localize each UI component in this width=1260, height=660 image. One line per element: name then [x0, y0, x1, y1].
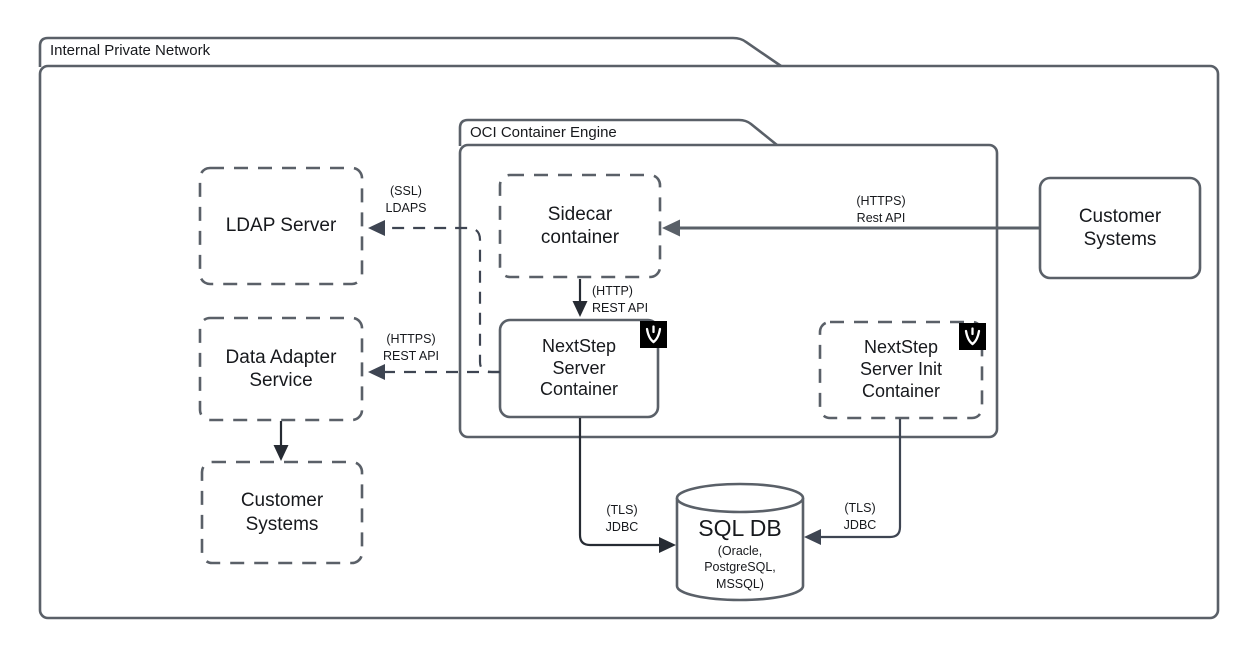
- oci-folder-body[interactable]: [458, 143, 999, 439]
- edge-server-to-ldap-arrowhead: [368, 220, 385, 236]
- oci-engine-label: OCI Container Engine: [470, 124, 617, 141]
- sql-db-subtitle: (Oracle, PostgreSQL, MSSQL): [704, 544, 776, 591]
- sql-db-cylinder[interactable]: [675, 482, 805, 602]
- edge-label-ssl-ldaps: (SSL) LDAPS: [385, 184, 427, 215]
- outer-network-folder-body[interactable]: [38, 64, 1220, 620]
- ldap-server-label: LDAP Server: [225, 215, 337, 237]
- edge-server-to-db-arrowhead: [659, 537, 676, 553]
- data-adapter-service-label: Data Adapter Service: [225, 346, 337, 391]
- customer-systems-left-label: Customer Systems: [240, 490, 324, 535]
- edge-adapter-to-customer-arrowhead: [273, 445, 289, 461]
- edge-init-to-db: [818, 419, 902, 539]
- customer-systems-left-box[interactable]: [200, 460, 364, 565]
- data-adapter-service-box[interactable]: [198, 316, 364, 422]
- edge-server-to-db: [578, 418, 662, 547]
- edge-server-to-adapter-arrowhead: [368, 364, 385, 380]
- customer-systems-right-label: Customer Systems: [1078, 205, 1162, 250]
- outer-network-label: Internal Private Network: [50, 42, 211, 59]
- nextstep-init-container-box[interactable]: [818, 320, 984, 420]
- outer-network-folder-tab: [38, 36, 782, 68]
- nextstep-init-container-label: NextStep Server Init Container: [859, 337, 943, 401]
- sidecar-container-label: Sidecar container: [540, 203, 620, 248]
- edge-server-to-ldap: [382, 226, 500, 374]
- edge-label-https-rest-api-left: (HTTPS) REST API: [382, 332, 440, 363]
- nextstep-logo-icon: [959, 323, 986, 350]
- oci-folder-tab: [458, 118, 778, 147]
- edge-label-https-rest-api-top: (HTTPS) Rest API: [856, 194, 906, 225]
- nextstep-logo-icon: [640, 321, 667, 348]
- sql-db-title: SQL DB: [698, 515, 782, 541]
- ldap-server-box[interactable]: [198, 166, 364, 286]
- edge-label-tls-jdbc-left: (TLS) JDBC: [605, 503, 639, 534]
- nextstep-server-container-box[interactable]: [498, 318, 660, 419]
- edge-sidecar-to-server-arrowhead: [572, 301, 588, 317]
- edge-label-tls-jdbc-right: (TLS) JDBC: [843, 501, 877, 532]
- sidecar-container-box[interactable]: [498, 173, 662, 279]
- edge-label-http-rest-api: (HTTP) REST API: [592, 284, 649, 315]
- edge-init-to-db-arrowhead: [804, 529, 821, 545]
- edge-customer-to-sidecar-arrowhead: [662, 219, 680, 237]
- nextstep-server-container-label: NextStep Server Container: [539, 335, 619, 400]
